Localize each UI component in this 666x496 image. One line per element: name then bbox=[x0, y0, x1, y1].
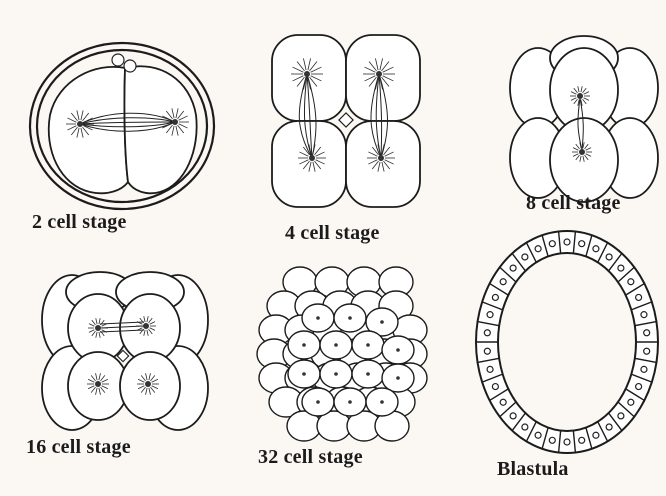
label-8-cell-stage: 8 cell stage bbox=[526, 192, 621, 215]
label-2-cell-stage: 2 cell stage bbox=[32, 211, 127, 234]
two-cell-stage-drawing bbox=[30, 43, 214, 209]
label-32-cell-stage: 32 cell stage bbox=[258, 446, 363, 469]
label-blastula: Blastula bbox=[497, 458, 569, 481]
thirty-two-cell-stage-drawing bbox=[257, 267, 427, 441]
sixteen-cell-stage-drawing bbox=[42, 272, 208, 430]
label-4-cell-stage: 4 cell stage bbox=[285, 222, 380, 245]
blastula-drawing bbox=[476, 231, 658, 453]
label-16-cell-stage: 16 cell stage bbox=[26, 436, 131, 459]
four-cell-stage-drawing bbox=[272, 35, 420, 207]
eight-cell-stage-drawing bbox=[510, 36, 658, 202]
